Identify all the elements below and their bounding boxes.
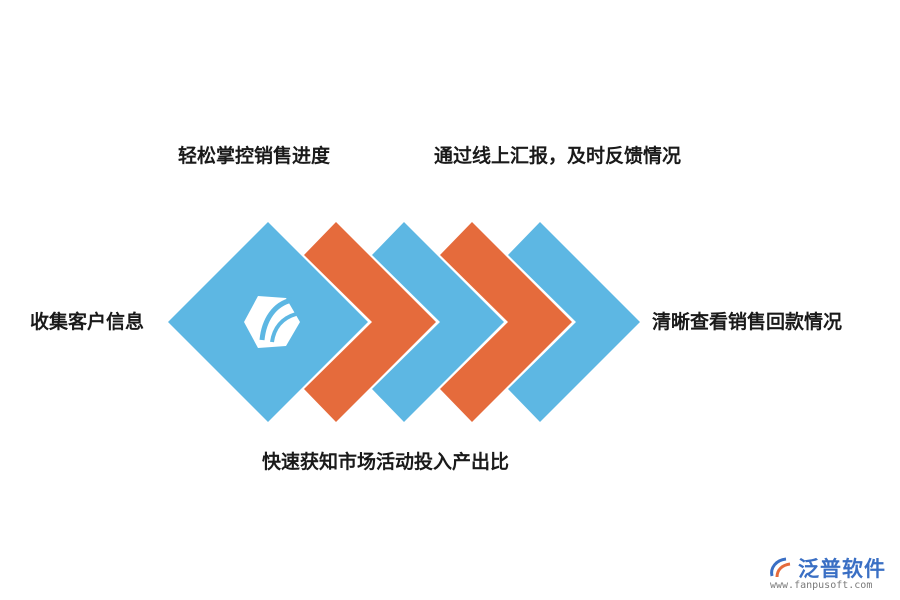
chevron-arrow-3 bbox=[440, 222, 572, 422]
label-right: 清晰查看销售回款情况 bbox=[652, 311, 843, 333]
chevron-arrow-4 bbox=[508, 222, 640, 422]
label-top-left: 轻松掌控销售进度 bbox=[178, 145, 331, 167]
brand-name: 泛普软件 bbox=[798, 557, 886, 581]
brand-mark-icon bbox=[770, 557, 791, 578]
label-top-right: 通过线上汇报，及时反馈情况 bbox=[434, 145, 682, 167]
label-left: 收集客户信息 bbox=[30, 311, 145, 333]
label-bottom: 快速获知市场活动投入产出比 bbox=[262, 451, 510, 473]
hexagon-logo-icon bbox=[244, 296, 300, 348]
chevron-arrow-1 bbox=[304, 222, 436, 422]
chevron-arrow-2 bbox=[372, 222, 504, 422]
watermark-logo: 泛普软件 www.fanpusoft.com bbox=[768, 553, 894, 595]
brand-url: www.fanpusoft.com bbox=[770, 580, 873, 591]
